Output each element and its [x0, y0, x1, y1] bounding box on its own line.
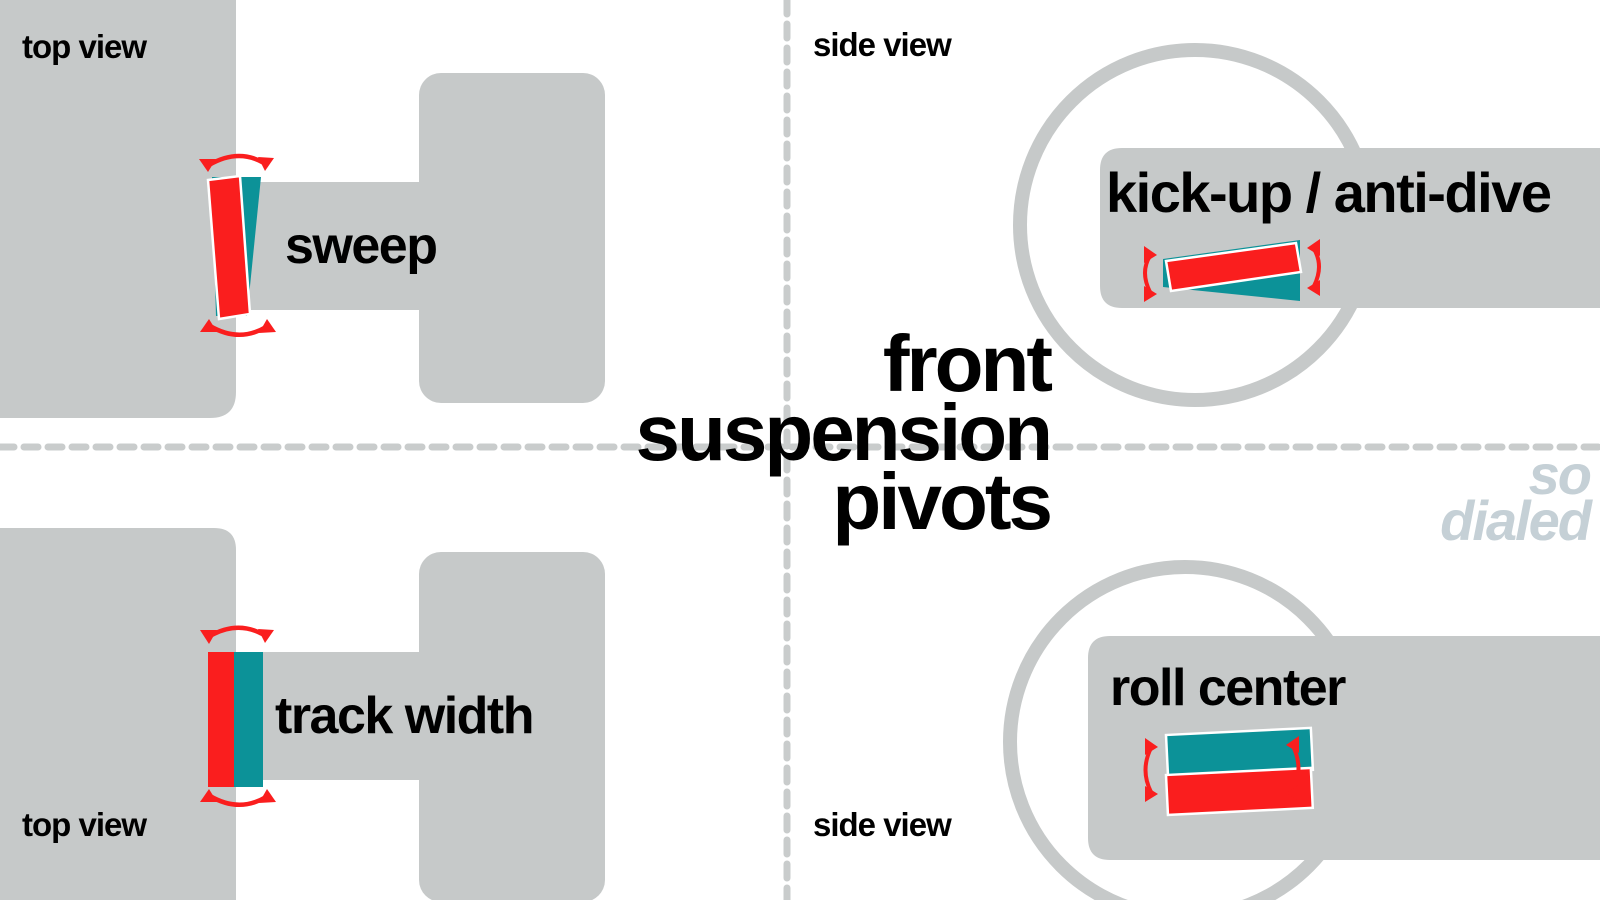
concept-label-sweep: sweep: [285, 217, 438, 275]
kickup-arrow-left-icon: [1143, 246, 1157, 302]
pivot-red-rollcenter: [1164, 766, 1315, 817]
title-line-3: pivots: [832, 456, 1053, 546]
watermark-line-1: so: [1528, 443, 1592, 506]
kickup-diagram: [1013, 43, 1600, 407]
pivot-red-kickup: [1164, 241, 1303, 293]
concept-label-track-width: track width: [275, 687, 535, 745]
trackwidth-arrow-top-icon: [200, 625, 274, 644]
wheel-block-bottom-left: [419, 552, 605, 900]
sweep-arrow-bottom-icon: [200, 319, 276, 337]
sweep-diagram: [0, 0, 605, 418]
view-label-bottom-right: side view: [813, 806, 952, 843]
view-label-top-right: side view: [813, 26, 952, 63]
rollcenter-arrow-right-icon: [1286, 736, 1301, 801]
watermark-line-2: dialed: [1440, 488, 1592, 552]
page-title: front suspension pivots: [560, 319, 1053, 546]
pivot-teal-trackwidth: [233, 652, 263, 787]
view-label-bottom-left: top view: [22, 806, 147, 843]
rollcenter-arrow-left-icon: [1143, 738, 1158, 802]
wheel-block-top-left: [419, 73, 605, 403]
track-width-diagram: [0, 528, 605, 900]
pivot-red-trackwidth: [208, 652, 234, 787]
concept-label-roll-center: roll center: [1110, 659, 1346, 717]
chassis-panel-bottom-left: [0, 528, 236, 900]
watermark-so-dialed: so dialed: [1270, 443, 1592, 552]
kickup-arrow-right-icon: [1307, 239, 1321, 296]
title-line-1: front: [882, 319, 1053, 408]
title-line-2: suspension: [635, 387, 1053, 477]
trackwidth-arrow-bottom-icon: [200, 789, 276, 807]
concept-label-kickup-antidive: kick-up / anti-dive: [1106, 161, 1552, 224]
chassis-panel-top-left: [0, 0, 236, 418]
sweep-arrow-top-icon: [199, 153, 274, 172]
pivot-red-sweep: [206, 174, 252, 321]
view-label-top-left: top view: [22, 28, 147, 65]
rollcenter-diagram: [1003, 560, 1600, 900]
